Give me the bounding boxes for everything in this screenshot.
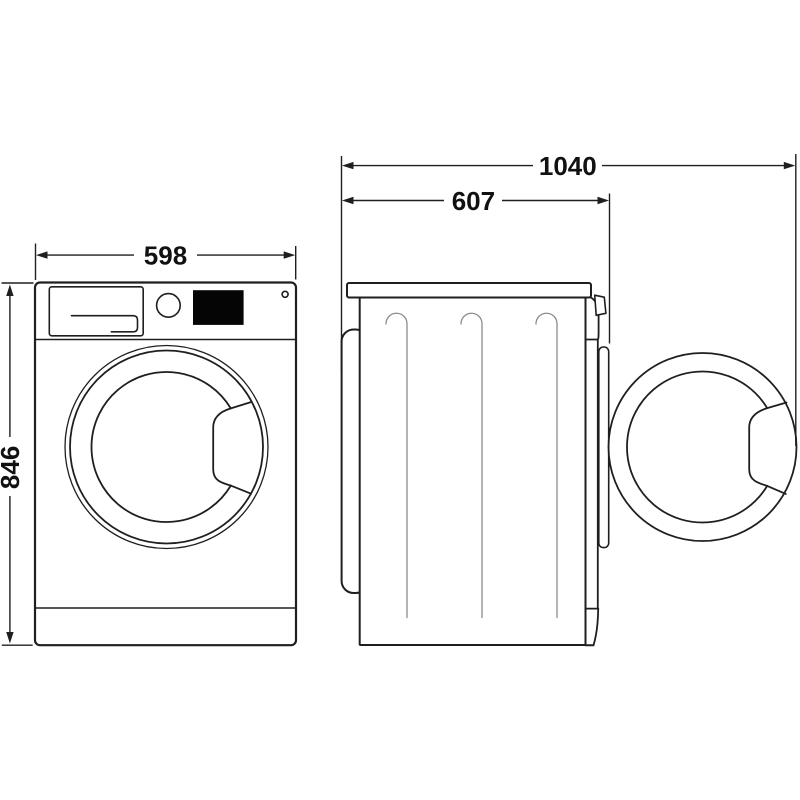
svg-text:607: 607 (452, 186, 495, 216)
svg-text:598: 598 (144, 240, 187, 270)
svg-text:1040: 1040 (539, 151, 597, 181)
svg-text:846: 846 (0, 446, 25, 489)
